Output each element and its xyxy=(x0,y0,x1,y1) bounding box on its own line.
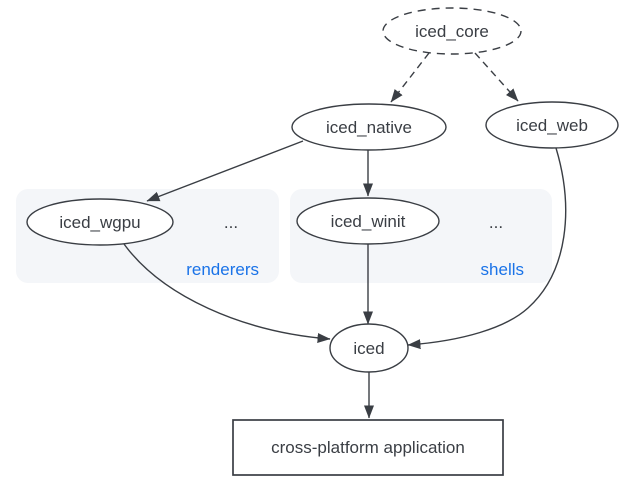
node-iced-native-shape xyxy=(291,103,447,151)
node-iced-shape xyxy=(329,323,409,373)
node-iced-web: iced_web xyxy=(485,101,619,149)
node-iced-wgpu: iced_wgpu xyxy=(26,198,174,246)
node-iced-winit: iced_winit xyxy=(296,197,440,245)
node-iced-wgpu-label: iced_wgpu xyxy=(59,213,140,232)
node-iced-core: iced_core xyxy=(382,7,522,55)
edge-iced-web-to-iced xyxy=(407,147,567,350)
group-shells-label: shells xyxy=(481,260,524,279)
edge-iced-core-to-iced-web xyxy=(474,52,519,102)
node-iced-core-shape xyxy=(382,7,522,55)
node-iced-label: iced xyxy=(353,339,384,358)
node-iced-native: iced_native xyxy=(291,103,447,151)
node-iced-winit-label: iced_winit xyxy=(331,212,406,231)
node-iced-native-label: iced_native xyxy=(326,118,412,137)
group-shells-ellipsis: ... xyxy=(489,213,503,232)
node-iced-wgpu-shape xyxy=(26,198,174,246)
node-iced-winit-shape xyxy=(296,197,440,245)
node-cross-platform-application-label: cross-platform application xyxy=(271,438,465,457)
edge-iced-core-to-iced-native xyxy=(390,52,430,103)
node-iced: iced xyxy=(329,323,409,373)
edge-iced-wgpu-to-iced xyxy=(123,243,331,343)
edge-iced-native-to-iced-wgpu xyxy=(146,140,304,202)
node-iced-core-label: iced_core xyxy=(415,22,489,41)
node-iced-web-shape xyxy=(485,101,619,149)
group-renderers-ellipsis: ... xyxy=(224,213,238,232)
node-cross-platform-application-shape xyxy=(232,419,504,476)
node-cross-platform-application: cross-platform application xyxy=(232,419,504,476)
group-renderers-label: renderers xyxy=(186,260,259,279)
node-iced-web-label: iced_web xyxy=(516,116,588,135)
